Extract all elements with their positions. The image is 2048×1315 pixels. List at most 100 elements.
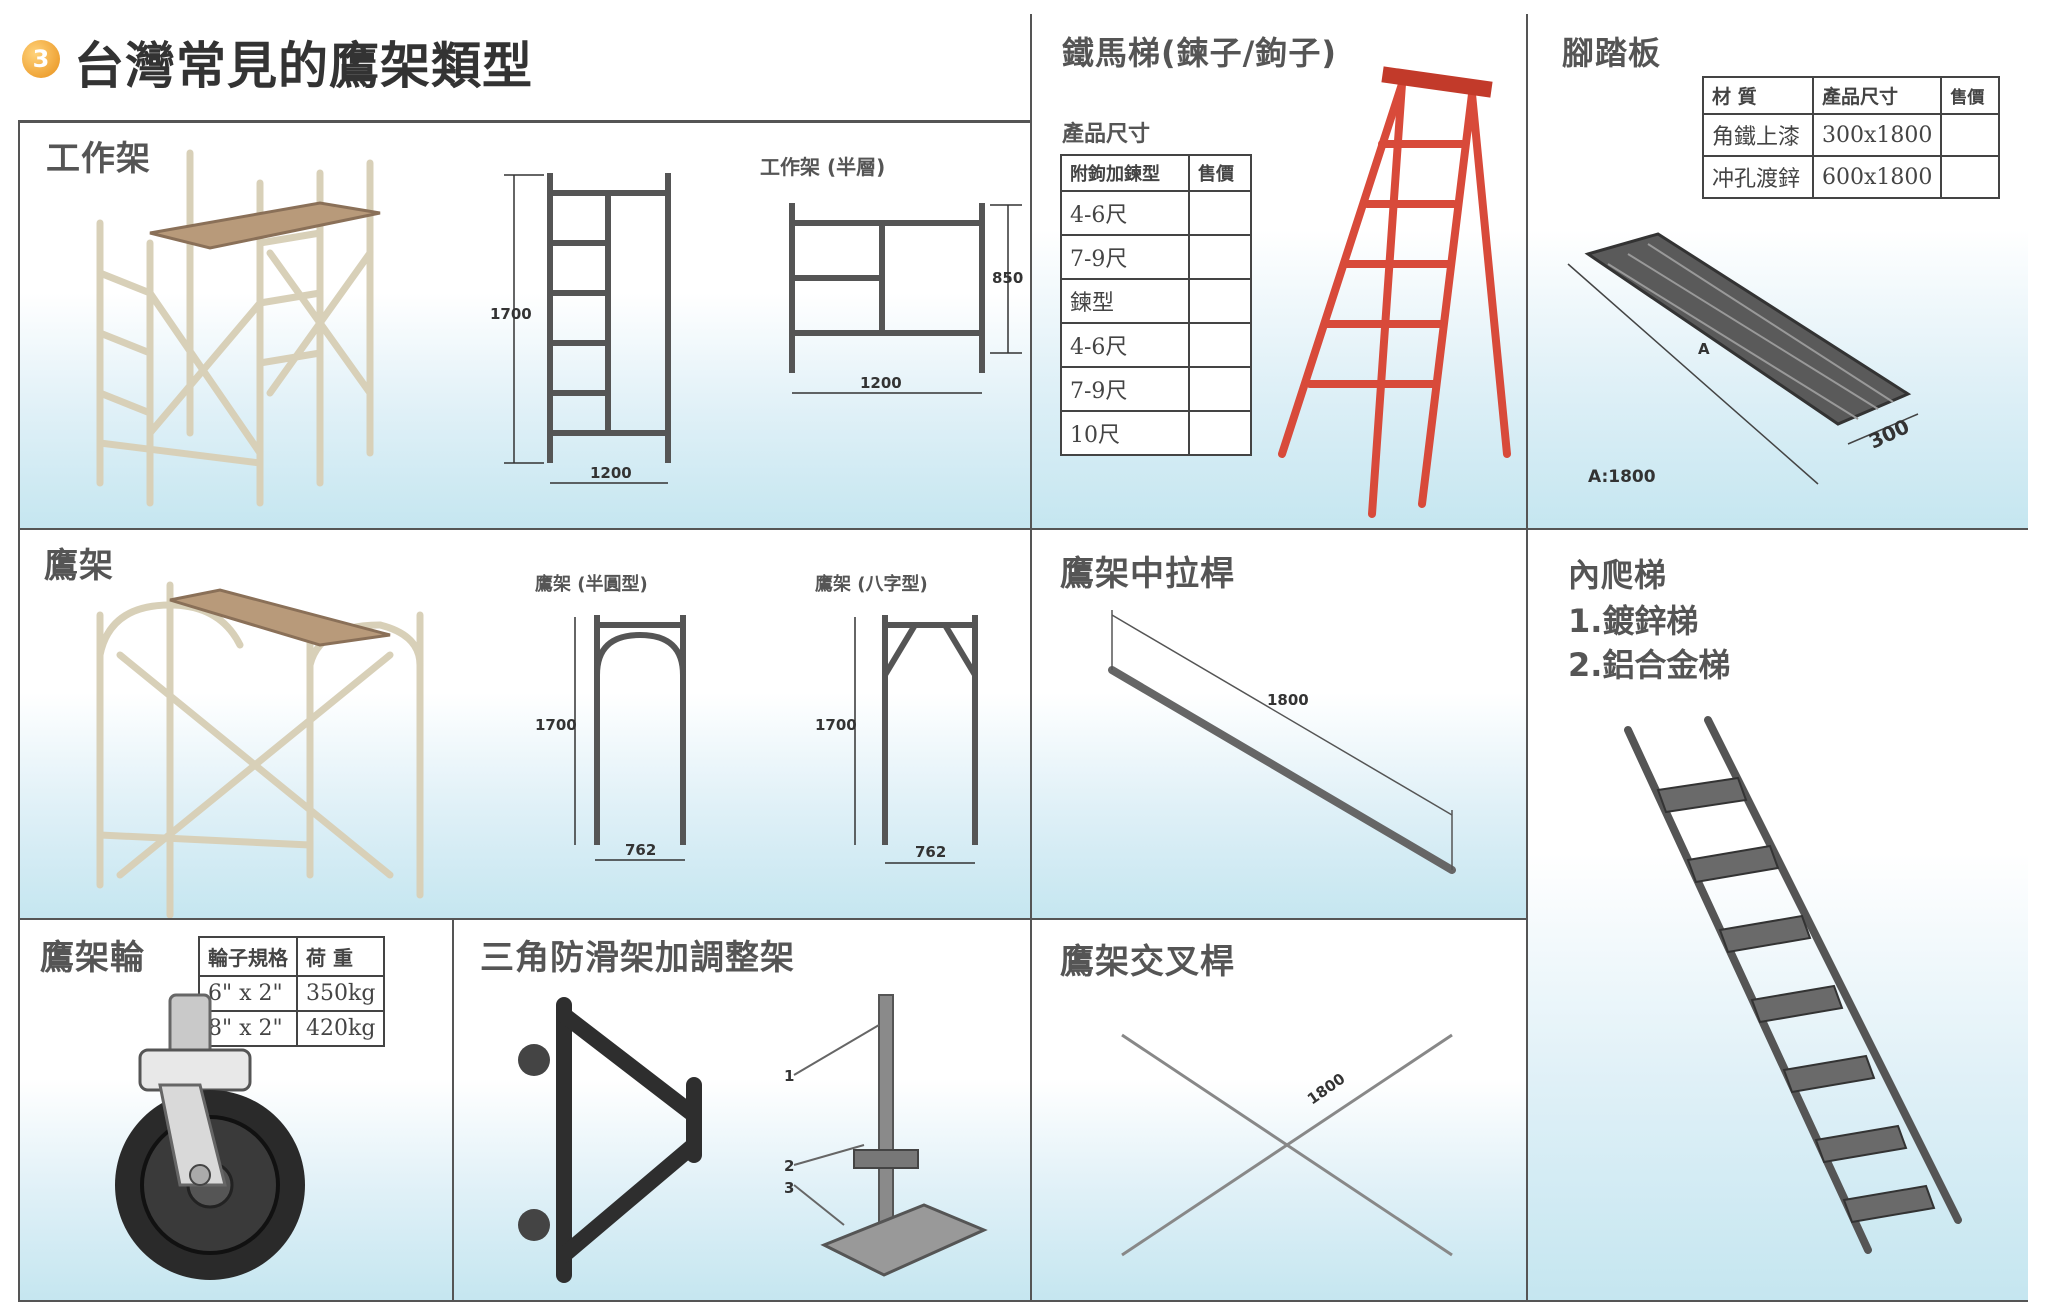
walk-board-illustration: A 300 A:1800 [1567,232,1919,487]
divider [18,918,1528,920]
number-badge-icon: 3 [22,40,60,78]
table-row: 角鐵上漆 300x1800 [1702,113,2001,157]
table-cell [1188,410,1252,456]
table-cell: 角鐵上漆 [1702,113,1814,157]
panel-scaffold: 鷹架 鷹架 (半圓型) 1700 762 鷹架 (八字型) [20,530,1030,918]
dim-height: 1700 [815,716,857,734]
panel-pull-rod: 鷹架中拉桿 1800 [1032,530,1526,918]
dim-note: A:1800 [1588,467,1656,487]
panel-title: 鷹架中拉桿 [1060,554,1235,594]
table-cell [1940,113,2001,157]
panel-board: 腳踏板 材 質 產品尺寸 售價 角鐵上漆 300x1800 冲孔渡鋅 600x1… [1528,14,2028,528]
panel-inner-ladder: 內爬梯 1.鍍鋅梯 2.鋁合金梯 [1528,530,2028,1300]
table-header: 售價 [1940,76,2001,115]
table-cell: 300x1800 [1811,113,1943,157]
dim-half-height: 850 [992,269,1023,287]
ladder-spec-table: 附鉤加鍊型 售價 4-6尺 7-9尺 鍊型 4-6尺 7-9尺 10尺 [1060,154,1252,456]
panel-title: 三角防滑架加調整架 [480,938,795,978]
table-cell [1188,234,1252,280]
triangle-bracket-illustration [518,997,702,1283]
table-header-row: 材 質 產品尺寸 售價 [1702,76,2001,115]
table-row: 10尺 [1060,410,1252,456]
table-cell [1940,155,2001,199]
table-header: 附鉤加鍊型 [1060,154,1190,192]
table-cell: 420kg [295,1010,386,1047]
table-row: 4-6尺 [1060,322,1252,368]
semi-round-label: 鷹架 (半圓型) [535,574,648,595]
table-header: 材 質 [1702,76,1814,115]
panel-title: 鷹架輪 [40,938,145,978]
divider [18,120,20,1302]
page-title: 台灣常見的鷹架類型 [74,37,533,95]
cross-rod-illustration: 1800 [1121,1033,1453,1257]
dim-width: 1200 [590,464,632,482]
table-cell [1188,366,1252,412]
table-cell [1188,322,1252,368]
table-cell: 鍊型 [1060,278,1190,324]
table-row: 6" x 2" 350kg [198,975,386,1012]
divider [18,528,2028,530]
table-cell: 6" x 2" [198,975,298,1012]
scaffold-illustration [96,581,424,918]
panel-cross-rod: 鷹架交叉桿 1800 [1032,920,1526,1300]
half-frame-dimension-drawing: 850 1200 [789,203,1023,394]
wheel-spec-table: 輪子規格 荷 重 6" x 2" 350kg 8" x 2" 420kg [198,936,386,1047]
panel-title: 鷹架 [44,546,114,586]
table-cell: 600x1800 [1811,155,1943,199]
callout-number: 3 [784,1179,794,1197]
dim-length: 1800 [1304,1070,1349,1109]
table-header: 售價 [1188,154,1252,192]
a-frame-ladder-illustration [1278,66,1511,518]
deck-plank [149,201,381,250]
dim-height: 1700 [490,305,532,323]
panel-title: 鷹架交叉桿 [1060,942,1235,982]
table-row: 冲孔渡鋅 600x1800 [1702,155,2001,199]
pull-rod-illustration: 1800 [1108,610,1456,874]
callout-number: 1 [784,1067,794,1085]
table-cell: 4-6尺 [1060,190,1190,236]
table-cell: 7-9尺 [1060,366,1190,412]
divider [1526,14,1528,1300]
product-size-label: 產品尺寸 [1062,122,1151,147]
panel-iron-ladder: 鐵馬梯(鍊子/鉤子) 產品尺寸 附鉤加鍊型 售價 4-6尺 7-9尺 鍊型 4-… [1032,14,1526,528]
panel-title: 腳踏板 [1562,34,1662,72]
table-row: 7-9尺 [1060,366,1252,412]
list-item: 2.鋁合金梯 [1568,646,1731,684]
dim-length: 1800 [1267,691,1309,709]
table-cell: 10尺 [1060,410,1190,456]
dim-height: 1700 [535,716,577,734]
dim-half-width: 1200 [860,374,902,392]
table-header: 輪子規格 [198,936,298,977]
table-cell: 350kg [295,975,386,1012]
table-cell: 4-6尺 [1060,322,1190,368]
table-header-row: 附鉤加鍊型 售價 [1060,154,1252,192]
eight-shape-label: 鷹架 (八字型) [815,574,928,595]
panel-title: 內爬梯 [1568,556,1668,594]
header: 3 台灣常見的鷹架類型 [0,0,1030,122]
panel-title: 工作架 [46,139,151,179]
table-row: 4-6尺 [1060,190,1252,236]
callout-number: 2 [784,1157,794,1175]
table-cell [1188,190,1252,236]
panel-title: 鐵馬梯(鍊子/鉤子) [1062,34,1337,72]
table-cell: 冲孔渡鋅 [1702,155,1814,199]
list-item: 1.鍍鋅梯 [1568,602,1699,640]
semi-round-frame-drawing: 1700 762 [535,615,686,861]
divider [1030,14,1032,1300]
adjustable-jack-illustration: 1 2 3 [784,994,988,1277]
panel-triangle: 三角防滑架加調整架 1 2 3 [454,920,1030,1300]
table-header: 產品尺寸 [1811,76,1943,115]
eight-shape-frame-drawing: 1700 762 [815,615,978,864]
table-row: 7-9尺 [1060,234,1252,280]
deck-plank [169,588,391,647]
dim-length-label: A [1698,340,1710,358]
work-frame-illustration [96,149,381,507]
panel-wheel: 鷹架輪 輪子規格 荷 重 6" x 2" 350kg 8" x 2" 420kg [20,920,452,1300]
divider [18,120,1030,123]
work-frame-dimension-drawing: 1700 1200 [490,173,671,484]
table-row: 鍊型 [1060,278,1252,324]
panel-work-frame: 工作架 1700 1200 工作架 (半層) [20,123,1030,528]
inner-ladder-illustration [1624,716,1962,1254]
half-frame-label: 工作架 (半層) [760,155,886,179]
table-header: 荷 重 [295,936,386,977]
